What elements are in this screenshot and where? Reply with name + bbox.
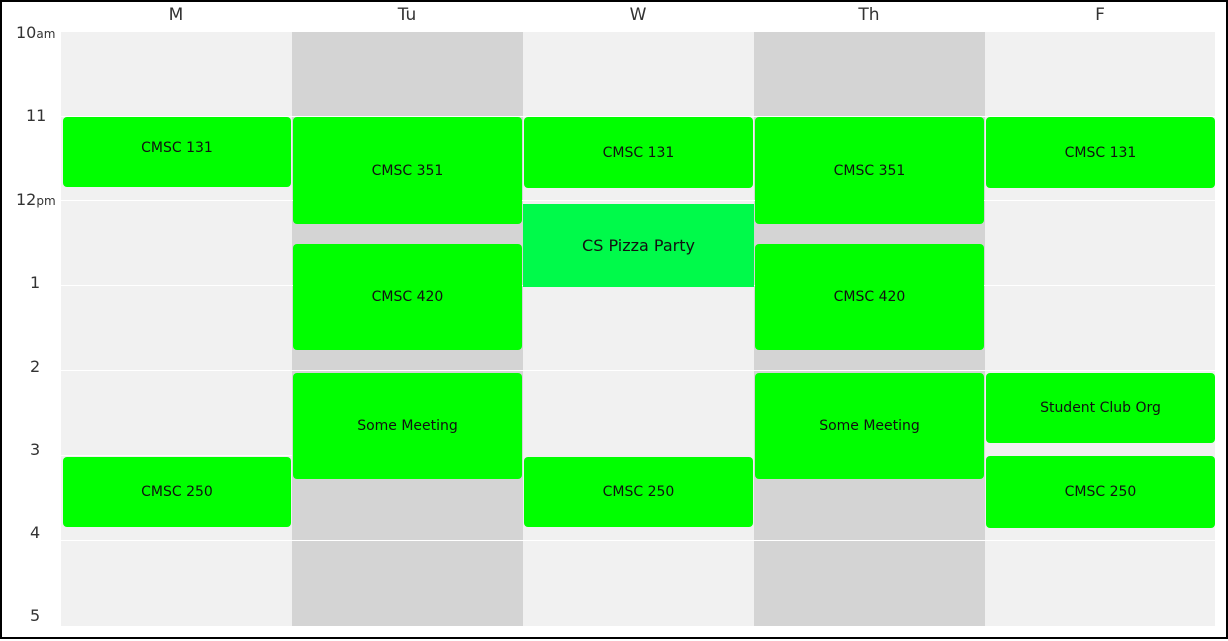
event-friday-student-club-org[interactable]: Student Club Org xyxy=(986,373,1215,443)
time-label-5: 5 xyxy=(30,606,41,625)
event-friday-cmsc-131[interactable]: CMSC 131 xyxy=(986,117,1215,188)
hour-divider xyxy=(61,200,1215,201)
day-header-thursday: Th xyxy=(858,5,880,25)
event-monday-cmsc-131[interactable]: CMSC 131 xyxy=(63,117,291,187)
event-tuesday-cmsc-420[interactable]: CMSC 420 xyxy=(293,244,522,350)
day-header-tuesday: Tu xyxy=(397,5,417,25)
day-header-row: M Tu W Th F xyxy=(61,2,1215,32)
event-tuesday-some-meeting[interactable]: Some Meeting xyxy=(293,373,522,479)
hour-divider xyxy=(61,370,1215,371)
event-monday-cmsc-250[interactable]: CMSC 250 xyxy=(63,457,291,527)
time-label-11: 11 xyxy=(26,106,47,125)
day-header-monday: M xyxy=(168,5,184,25)
event-tuesday-cmsc-351[interactable]: CMSC 351 xyxy=(293,117,522,224)
time-label-12pm: 12pm xyxy=(16,190,56,209)
time-label-3: 3 xyxy=(30,440,41,459)
time-label-2: 2 xyxy=(30,357,41,376)
schedule-grid: CMSC 131 CMSC 250 CMSC 351 CMSC 420 Some… xyxy=(61,32,1215,626)
hour-divider xyxy=(61,540,1215,541)
hour-divider xyxy=(61,116,1215,117)
event-wednesday-cs-pizza-party[interactable]: CS Pizza Party xyxy=(523,204,754,287)
time-axis: 10am 11 12pm 1 2 3 4 5 xyxy=(2,2,60,641)
day-header-wednesday: W xyxy=(629,5,647,25)
time-label-4: 4 xyxy=(30,523,41,542)
event-friday-cmsc-250[interactable]: CMSC 250 xyxy=(986,456,1215,528)
hour-divider xyxy=(61,455,292,456)
event-wednesday-cmsc-131[interactable]: CMSC 131 xyxy=(524,117,753,188)
day-header-friday: F xyxy=(1095,5,1105,25)
event-thursday-cmsc-351[interactable]: CMSC 351 xyxy=(755,117,984,224)
time-label-1: 1 xyxy=(30,273,41,292)
event-wednesday-cmsc-250[interactable]: CMSC 250 xyxy=(524,457,753,527)
event-thursday-some-meeting[interactable]: Some Meeting xyxy=(755,373,984,479)
time-label-10am: 10am xyxy=(16,23,56,42)
event-thursday-cmsc-420[interactable]: CMSC 420 xyxy=(755,244,984,350)
